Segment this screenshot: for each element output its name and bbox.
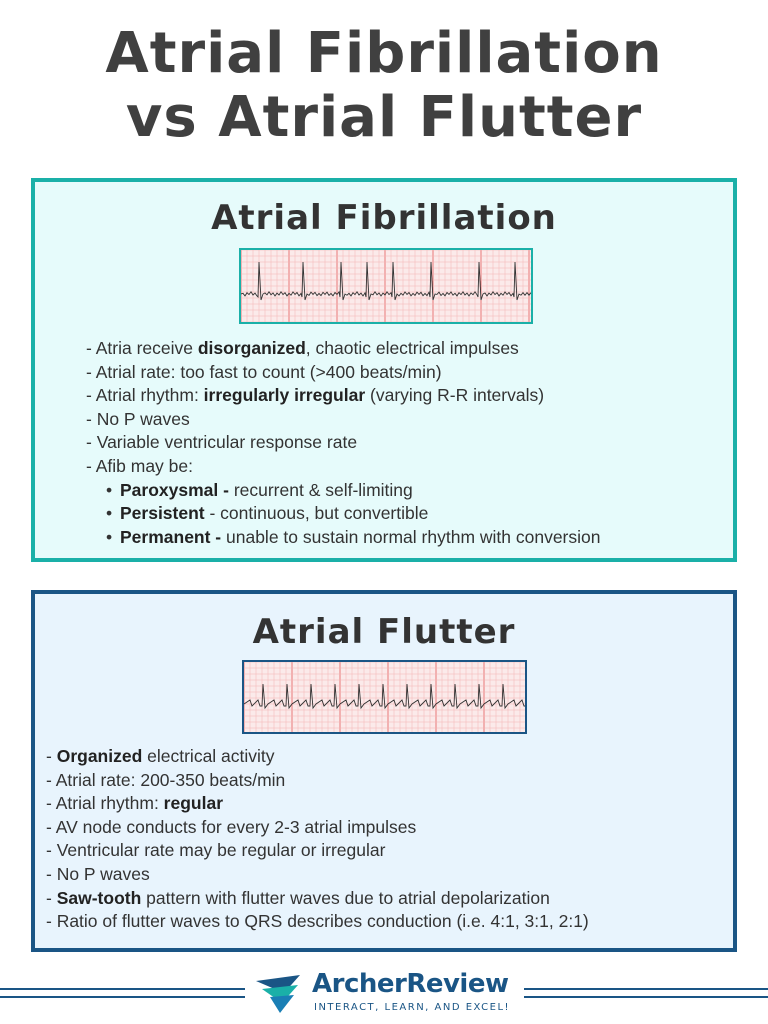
line-text: - Afib may be: xyxy=(86,455,193,476)
aflutter-details-list: - Organized electrical activity- Atrial … xyxy=(46,745,589,934)
line-bold-text: disorganized xyxy=(197,338,306,358)
bullet-dot-icon: • xyxy=(106,479,113,500)
line-bold-text: irregularly irregular xyxy=(203,385,366,406)
bullet-dot-icon: • xyxy=(106,526,113,547)
afib-heading: Atrial Fibrillation xyxy=(211,198,557,238)
line-text: - AV node conducts for every 2-3 atrial … xyxy=(46,816,417,837)
line-text: - No P waves xyxy=(46,863,150,884)
aflutter-line: - Organized electrical activity xyxy=(46,745,589,769)
line-bold-text: Organized xyxy=(56,746,143,766)
aflutter-card: Atrial Flutter - Organized electrical ac… xyxy=(31,590,737,952)
aflutter-ecg-strip-icon xyxy=(242,660,527,734)
line-text: (varying R-R intervals) xyxy=(365,385,545,406)
aflutter-line: - No P waves xyxy=(46,863,589,887)
bullet-bold-text: Paroxysmal - xyxy=(120,479,229,500)
brand-name: ArcherReview xyxy=(312,969,509,999)
afib-bullet-item: • Permanent - unable to sustain normal rh… xyxy=(86,526,601,550)
line-text: pattern with flutter waves due to atrial… xyxy=(141,887,550,908)
aflutter-line: - Atrial rate: 200-350 beats/min xyxy=(46,769,589,793)
bullet-bold-text: Persistent xyxy=(120,503,205,524)
archer-review-logo[interactable]: ArcherReview INTERACT, LEARN, AND EXCEL! xyxy=(254,969,524,1017)
line-text: - Atrial rhythm: xyxy=(86,385,204,406)
afib-line: - Atrial rhythm: irregularly irregular (… xyxy=(86,384,601,408)
aflutter-line: - Ventricular rate may be regular or irr… xyxy=(46,839,589,863)
footer-divider-left xyxy=(0,988,245,990)
line-text: - Ventricular rate may be regular or irr… xyxy=(46,840,386,861)
bullet-text: - continuous, but convertible xyxy=(204,503,429,524)
aflutter-heading: Atrial Flutter xyxy=(252,612,516,652)
page-title-line-2: vs Atrial Flutter xyxy=(125,85,643,150)
line-text: - Variable ventricular response rate xyxy=(86,432,358,453)
line-text: - Atrial rate: too fast to count (>400 b… xyxy=(86,361,442,382)
aflutter-line: - Atrial rhythm: regular xyxy=(46,792,589,816)
afib-line: - Afib may be: xyxy=(86,455,601,479)
aflutter-line: - AV node conducts for every 2-3 atrial … xyxy=(46,816,589,840)
brand-tagline: INTERACT, LEARN, AND EXCEL! xyxy=(314,1002,511,1013)
afib-bullet-item: • Persistent - continuous, but convertibl… xyxy=(86,502,601,526)
archer-wing-logo-icon xyxy=(256,975,300,1013)
footer-divider-right xyxy=(524,988,768,990)
line-text: - Atrial rhythm: xyxy=(46,793,164,814)
afib-ecg-strip-icon xyxy=(239,248,533,324)
bullet-text: recurrent & self-limiting xyxy=(228,479,413,500)
bullet-text: unable to sustain normal rhythm with con… xyxy=(221,526,601,547)
page-title: Atrial Fibrillation vs Atrial Flutter xyxy=(0,22,768,150)
line-text: - xyxy=(46,746,57,766)
line-text: - Ratio of flutter waves to QRS describe… xyxy=(46,911,589,932)
aflutter-line: - Ratio of flutter waves to QRS describe… xyxy=(46,910,589,934)
afib-bullet-item: • Paroxysmal - recurrent & self-limiting xyxy=(86,479,601,503)
afib-card: Atrial Fibrillation - Atria receive diso… xyxy=(31,178,737,562)
bullet-bold-text: Permanent - xyxy=(120,526,222,547)
afib-line: - Atrial rate: too fast to count (>400 b… xyxy=(86,361,601,385)
afib-line: - No P waves xyxy=(86,408,601,432)
footer-divider-left-2 xyxy=(0,996,245,998)
line-bold-text: Saw-tooth xyxy=(56,887,142,908)
line-text: - No P waves xyxy=(86,408,190,429)
page-title-line-1: Atrial Fibrillation xyxy=(105,21,663,86)
footer-divider-right-2 xyxy=(524,996,768,998)
line-text: electrical activity xyxy=(142,746,275,766)
bullet-dot-icon: • xyxy=(106,503,113,524)
line-text: - Atria receive xyxy=(86,338,198,358)
line-bold-text: regular xyxy=(163,793,223,814)
line-text: , chaotic electrical impulses xyxy=(305,338,519,358)
aflutter-line: - Saw-tooth pattern with flutter waves d… xyxy=(46,887,589,911)
line-text: - Atrial rate: 200-350 beats/min xyxy=(46,769,286,790)
afib-line: - Atria receive disorganized, chaotic el… xyxy=(86,337,601,361)
line-text: - xyxy=(46,887,57,908)
afib-details-list: - Atria receive disorganized, chaotic el… xyxy=(86,337,601,549)
afib-line: - Variable ventricular response rate xyxy=(86,431,601,455)
